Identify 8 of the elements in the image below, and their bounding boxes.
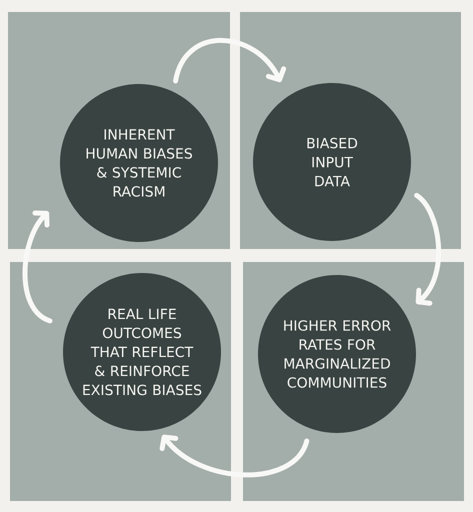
arrow bbox=[22, 210, 52, 324]
circle-node: BIASED INPUT DATA bbox=[253, 83, 411, 241]
arrow bbox=[160, 434, 310, 478]
arrow bbox=[414, 192, 442, 306]
circle-node: INHERENT HUMAN BIASES & SYSTEMIC RACISM bbox=[60, 84, 218, 242]
circle-node: HIGHER ERROR RATES FOR MARGINALIZED COMMUNITIES bbox=[258, 275, 416, 433]
arrow bbox=[173, 38, 286, 84]
circle-node: REAL LIFE OUTCOMES THAT REFLECT & REINFORCE EXISTING BIASES bbox=[63, 273, 221, 431]
